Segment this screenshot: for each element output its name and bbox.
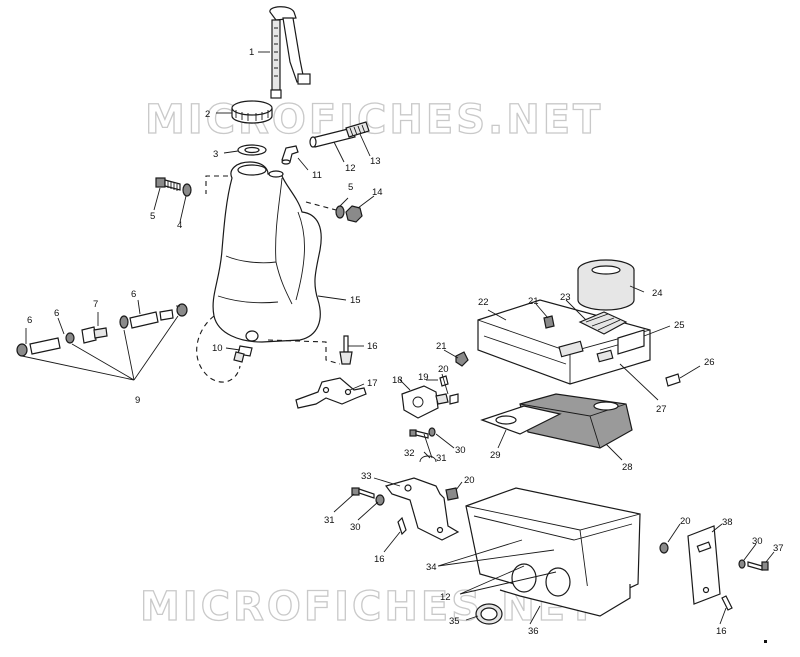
callout-25: 25 — [674, 320, 685, 331]
callout-20-a: 20 — [438, 364, 449, 375]
foam-filter-part-24 — [577, 259, 635, 311]
callout-38: 38 — [722, 517, 733, 528]
callout-27: 27 — [656, 404, 667, 415]
dash-line — [205, 175, 228, 194]
dash-line — [305, 201, 337, 211]
callout-30-c: 30 — [752, 536, 763, 547]
callout-24: 24 — [652, 288, 663, 299]
callout-30-a: 30 — [455, 445, 466, 456]
callout-16-c: 16 — [716, 626, 727, 637]
fitting-part-16 — [339, 335, 353, 365]
callout-9: 9 — [135, 395, 140, 406]
callout-23: 23 — [560, 292, 571, 303]
callout-19: 19 — [418, 372, 429, 383]
drain-fitting-part-10 — [233, 345, 253, 363]
bolt-part-5 — [155, 177, 181, 191]
callout-21-b: 21 — [528, 296, 539, 307]
callout-4: 4 — [177, 220, 182, 231]
plate-part-29 — [480, 405, 562, 435]
callout-15: 15 — [350, 295, 361, 306]
bolt-part-37 — [747, 561, 769, 571]
nut-part-14 — [345, 205, 363, 223]
fitting-part-20 — [449, 393, 459, 405]
fuel-line-assembly — [16, 303, 188, 357]
fuel-cap-part-2 — [231, 100, 273, 124]
callout-13: 13 — [370, 156, 381, 167]
callout-12-top: 12 — [345, 163, 356, 174]
fitting-part-21 — [455, 351, 469, 367]
callout-20-b: 20 — [464, 475, 475, 486]
callout-14: 14 — [372, 187, 383, 198]
callout-6-b: 6 — [54, 308, 59, 319]
callout-20-c: 20 — [680, 516, 691, 527]
clip-part-16 — [721, 595, 733, 611]
callout-28: 28 — [622, 462, 633, 473]
grommet-part-20 — [659, 542, 669, 554]
clip-part-26 — [665, 373, 681, 387]
bolt-part-31 — [351, 487, 375, 499]
callout-1: 1 — [249, 47, 254, 58]
washer-part-30 — [738, 559, 746, 569]
fitting-part-16 — [397, 516, 407, 536]
callout-30-b: 30 — [350, 522, 361, 533]
callout-12-bottom: 12 — [440, 592, 451, 603]
grommet-part-20 — [445, 487, 459, 501]
callout-17: 17 — [367, 378, 378, 389]
dash-line — [267, 339, 341, 365]
bracket-part-33 — [384, 477, 460, 541]
callout-11: 11 — [312, 170, 322, 181]
washer-part-30 — [375, 494, 385, 506]
callout-26: 26 — [704, 357, 715, 368]
callout-21-a: 21 — [436, 341, 447, 352]
corner-mark — [764, 640, 767, 643]
callout-33: 33 — [361, 471, 372, 482]
filter-screen-part-23 — [578, 311, 628, 335]
callout-2: 2 — [205, 109, 210, 120]
callout-10: 10 — [212, 343, 223, 354]
callout-31-b: 31 — [324, 515, 335, 526]
callout-labels: 1 2 3 4 5 5 6 6 6 7 9 10 11 12 13 14 15 … — [27, 47, 784, 637]
leader-lines — [21, 51, 775, 625]
callout-16-a: 16 — [367, 341, 378, 352]
callout-31-a: 31 — [436, 453, 447, 464]
callout-7: 7 — [93, 299, 98, 310]
callout-6-c: 6 — [131, 289, 136, 300]
gasket-part-3 — [237, 144, 267, 156]
callout-22: 22 — [478, 297, 489, 308]
fuel-tank-part-15 — [212, 161, 322, 343]
callout-5-right: 5 — [348, 182, 353, 193]
callout-35: 35 — [449, 616, 460, 627]
plate-part-38 — [687, 525, 721, 605]
callout-16-b: 16 — [374, 554, 385, 565]
airbox-part-36 — [465, 487, 641, 617]
callout-32: 32 — [404, 448, 415, 459]
callout-36: 36 — [528, 626, 539, 637]
dash-line — [196, 315, 241, 383]
filter-screen-grid — [585, 313, 621, 331]
panel-part-25 — [617, 329, 645, 355]
watermark-top: MICROFICHES.NET — [145, 97, 603, 143]
callout-6-a: 6 — [27, 315, 32, 326]
callout-3: 3 — [213, 149, 218, 160]
callout-34: 34 — [426, 562, 437, 573]
callout-18: 18 — [392, 375, 403, 386]
callout-5-left: 5 — [150, 211, 155, 222]
vent-hose-part-12-13 — [309, 121, 370, 148]
fitting-part-21 — [543, 315, 555, 329]
grommet-part-35 — [475, 603, 503, 625]
bracket-part-17 — [295, 377, 367, 409]
fuel-sender-part-1 — [269, 6, 311, 99]
clip-part-32 — [419, 455, 437, 463]
callout-29: 29 — [490, 450, 501, 461]
foam-element-part-28 — [519, 393, 633, 449]
plate-hole — [495, 415, 517, 425]
callout-37: 37 — [773, 543, 784, 554]
elbow-fitting-part-11 — [281, 145, 299, 165]
washer-part-30 — [428, 427, 436, 437]
washer-part-4 — [182, 183, 192, 197]
washer-part-5 — [335, 205, 345, 219]
pump-part-18 — [401, 385, 449, 419]
